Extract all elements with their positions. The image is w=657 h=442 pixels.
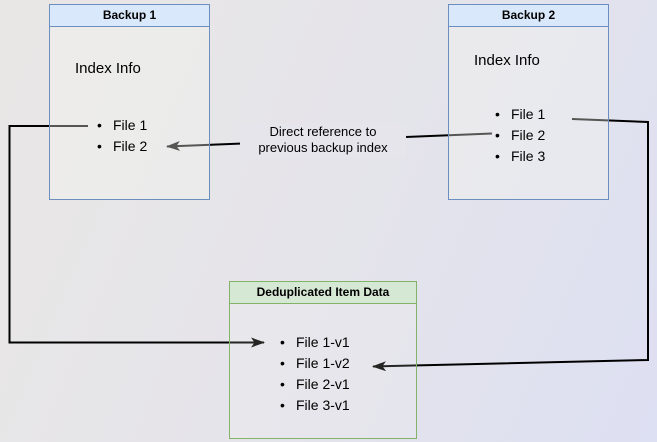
bullet-dot-icon: • bbox=[495, 148, 500, 164]
file-list-item: • File 1 bbox=[495, 104, 545, 125]
bullet-dot-icon: • bbox=[280, 334, 285, 350]
arrow-backup1-file1-to-dedup-file1v1 bbox=[8, 125, 265, 348]
file-list-item: • File 3 bbox=[495, 146, 545, 167]
arrow-backup2-file1-to-dedup-file1v2 bbox=[372, 118, 649, 372]
backup1-file-list: • File 1 • File 2 bbox=[97, 115, 147, 157]
bullet-dot-icon: • bbox=[495, 106, 500, 122]
file-label: File 1 bbox=[511, 106, 546, 122]
file-label: File 2 bbox=[113, 138, 148, 154]
bullet-dot-icon: • bbox=[280, 376, 285, 392]
backup2-box: Backup 2 bbox=[448, 4, 609, 200]
backup2-file-list: • File 1 • File 2 • File 3 bbox=[495, 104, 545, 167]
bullet-dot-icon: • bbox=[280, 397, 285, 413]
bullet-dot-icon: • bbox=[97, 117, 102, 133]
file-label: File 1 bbox=[113, 117, 148, 133]
file-list-item: • File 1-v2 bbox=[280, 353, 350, 374]
direct-reference-label: Direct reference to previous backup inde… bbox=[240, 123, 406, 158]
file-list-item: • File 3-v1 bbox=[280, 395, 350, 416]
file-list-item: • File 2 bbox=[97, 136, 147, 157]
file-list-item: • File 1-v1 bbox=[280, 332, 350, 353]
file-label: File 2 bbox=[511, 127, 546, 143]
file-label: File 3 bbox=[511, 148, 546, 164]
backup1-title: Backup 1 bbox=[50, 5, 209, 27]
dedup-file-list: • File 1-v1 • File 1-v2 • File 2-v1 • File 3… bbox=[280, 332, 350, 416]
file-label: File 1-v2 bbox=[296, 355, 350, 371]
bullet-dot-icon: • bbox=[97, 138, 102, 154]
annotation-line-2: previous backup index bbox=[258, 140, 388, 155]
file-label: File 1-v1 bbox=[296, 334, 350, 350]
file-list-item: • File 1 bbox=[97, 115, 147, 136]
backup1-box: Backup 1 bbox=[49, 4, 210, 200]
file-label: File 3-v1 bbox=[296, 397, 350, 413]
annotation-line-1: Direct reference to bbox=[269, 124, 377, 139]
dedup-title: Deduplicated Item Data bbox=[230, 282, 416, 304]
file-label: File 2-v1 bbox=[296, 376, 350, 392]
backup1-index-info-label: Index Info bbox=[75, 60, 141, 77]
file-list-item: • File 2 bbox=[495, 125, 545, 146]
bullet-dot-icon: • bbox=[495, 127, 500, 143]
backup2-index-info-label: Index Info bbox=[474, 52, 540, 69]
backup2-title: Backup 2 bbox=[449, 5, 608, 27]
bullet-dot-icon: • bbox=[280, 355, 285, 371]
dedup-box: Deduplicated Item Data bbox=[229, 281, 417, 439]
file-list-item: • File 2-v1 bbox=[280, 374, 350, 395]
